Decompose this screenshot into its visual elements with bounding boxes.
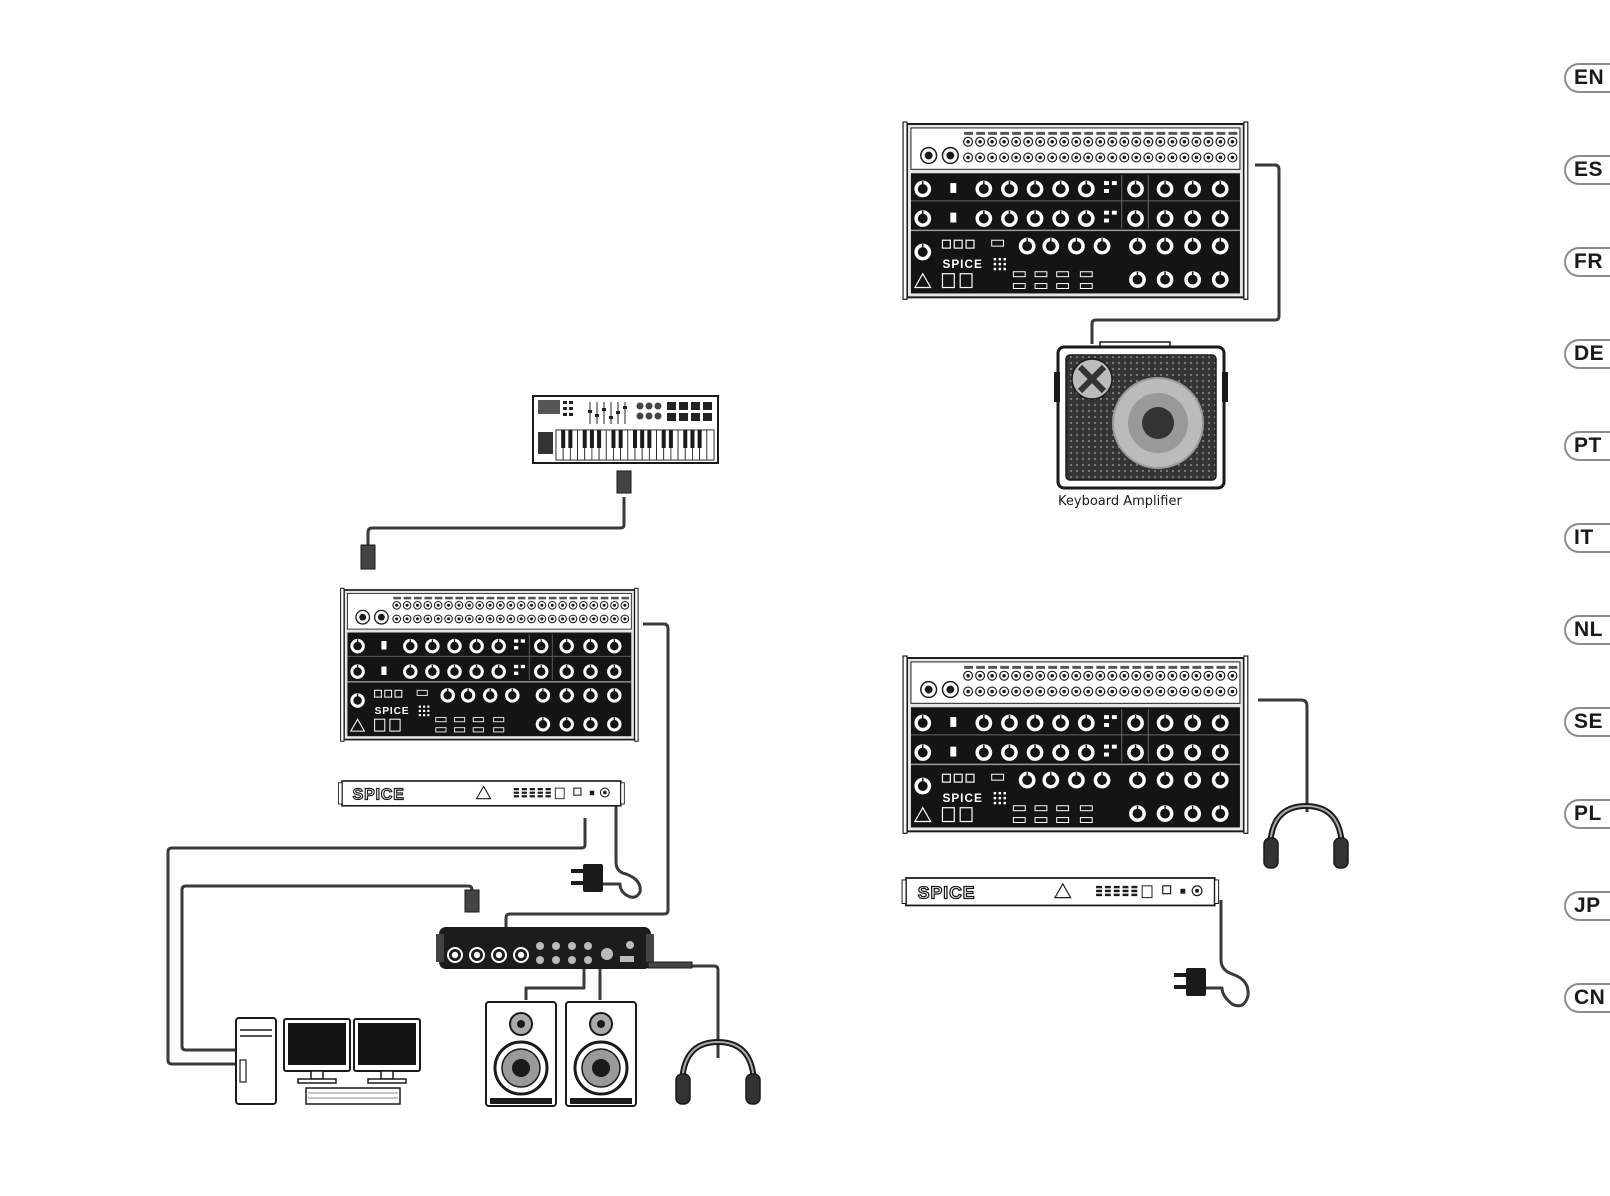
- language-tab-pl[interactable]: PL: [1564, 799, 1610, 829]
- keyboard-amplifier-label: Keyboard Amplifier: [1058, 494, 1182, 509]
- studio-monitor-icon: [486, 1002, 636, 1106]
- language-tab-en[interactable]: EN: [1564, 63, 1610, 93]
- language-tab-nl[interactable]: NL: [1564, 615, 1610, 645]
- language-tab-de[interactable]: DE: [1564, 339, 1610, 369]
- keyboard-amplifier-icon: [1054, 342, 1228, 488]
- language-tab-cn[interactable]: CN: [1564, 983, 1610, 1013]
- usb-plug-interface: [465, 890, 479, 912]
- audio-interface-icon: [436, 928, 692, 968]
- synth-logo-text: SPICE: [375, 706, 410, 717]
- studio-monitor-right: [566, 1002, 636, 1106]
- studio-monitor-left: [486, 1002, 556, 1106]
- computer-icon: [236, 1018, 420, 1104]
- synth-logo-text: SPICE: [942, 257, 982, 271]
- midi-keyboard-controller-icon: [533, 396, 718, 493]
- spice-wordmark: SPICE: [353, 787, 405, 804]
- headphones-icon: [1264, 806, 1348, 868]
- synthesizer-icon: SPICE: [903, 122, 1248, 299]
- language-tab-it[interactable]: IT: [1564, 523, 1610, 553]
- synthesizer-icon: SPICE: [903, 656, 1248, 833]
- usb-cable-keyboard: [368, 497, 624, 545]
- synthesizer-icon: SPICE: [341, 588, 639, 741]
- power-adapter-icon: [1174, 968, 1206, 996]
- power-supply-icon: SPICE: [338, 781, 624, 806]
- spice-wordmark: SPICE: [918, 883, 976, 903]
- power-adapter-icon: [571, 864, 603, 892]
- language-tab-jp[interactable]: JP: [1564, 891, 1610, 921]
- language-tab-es[interactable]: ES: [1564, 155, 1610, 185]
- power-cable-left: [600, 806, 640, 897]
- language-tab-fr[interactable]: FR: [1564, 247, 1610, 277]
- language-tab-se[interactable]: SE: [1564, 707, 1610, 737]
- language-tab-pt[interactable]: PT: [1564, 431, 1610, 461]
- power-supply-icon: SPICE: [902, 878, 1219, 905]
- power-cable-right: [1204, 900, 1248, 1006]
- synth-logo-text: SPICE: [942, 791, 982, 805]
- headphone-cable-right: [1258, 700, 1307, 812]
- usb-plug-icon: [361, 545, 375, 569]
